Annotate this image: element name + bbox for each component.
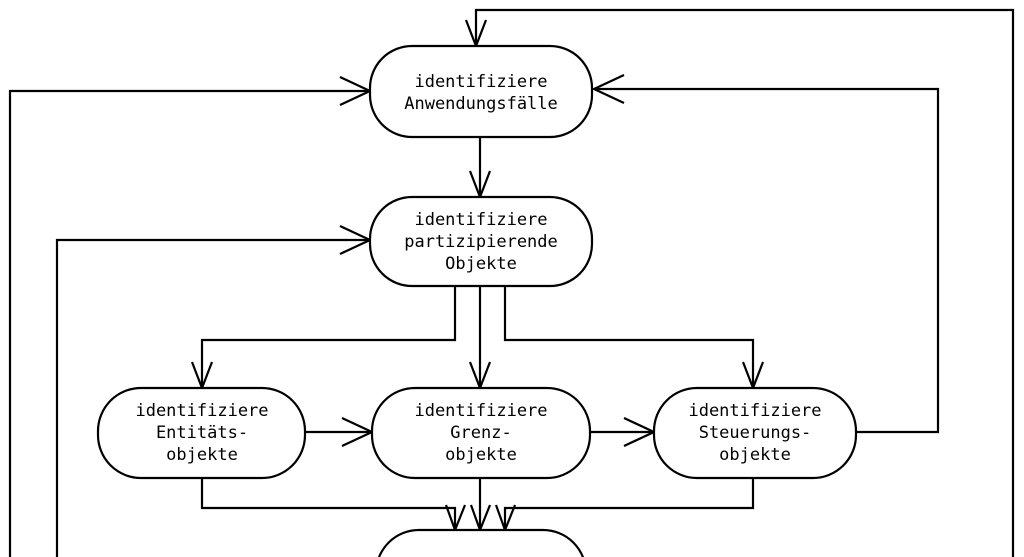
node-grenz-objekte[interactable]: identifiziere Grenz- objekte — [370, 386, 592, 480]
node-steuerungs-objekte-line3: objekte — [719, 445, 791, 465]
node-bottom-clipped-shape[interactable] — [376, 528, 586, 557]
node-entitaets-objekte-line1: identifiziere — [135, 401, 268, 421]
edge-steuerungs-to-anwendungsfaelle — [596, 87, 940, 434]
node-anwendungsfaelle-line1: identifiziere — [414, 72, 547, 92]
node-grenz-objekte-line2: Grenz- — [450, 423, 511, 443]
node-anwendungsfaelle[interactable]: identifiziere Anwendungsfälle — [368, 44, 594, 139]
node-entitaets-objekte-line2: Entitäts- — [156, 423, 248, 443]
node-partizipierende-objekte-line1: identifiziere — [414, 210, 547, 230]
node-steuerungs-objekte-shape[interactable] — [652, 386, 858, 480]
node-anwendungsfaelle-line2: Anwendungsfälle — [404, 94, 558, 114]
node-partizipierende-objekte-line2: partizipierende — [404, 232, 558, 252]
edge-partizipierende-to-steuerungs — [503, 286, 755, 386]
node-anwendungsfaelle-shape[interactable] — [368, 44, 594, 139]
node-grenz-objekte-line1: identifiziere — [414, 401, 547, 421]
node-entitaets-objekte-shape[interactable] — [96, 386, 307, 480]
edge-steuerungs-to-bottom — [503, 478, 755, 527]
node-partizipierende-objekte-shape[interactable] — [368, 195, 594, 288]
node-partizipierende-objekte[interactable]: identifiziere partizipierende Objekte — [368, 195, 594, 288]
node-steuerungs-objekte-line2: Steuerungs- — [699, 423, 812, 443]
node-steuerungs-objekte-line1: identifiziere — [688, 401, 821, 421]
edge-entitaets-to-bottom — [200, 478, 457, 527]
node-partizipierende-objekte-line3: Objekte — [445, 254, 517, 274]
edge-left-return-to-anwendungsfaelle — [8, 89, 368, 557]
node-entitaets-objekte[interactable]: identifiziere Entitäts- objekte — [96, 386, 307, 480]
node-grenz-objekte-shape[interactable] — [370, 386, 592, 480]
connector-layer — [8, 8, 1015, 557]
arrowhead-right-into-anwendungsfaelle — [591, 74, 625, 104]
edge-partizipierende-to-entitaets — [200, 286, 457, 386]
node-steuerungs-objekte[interactable]: identifiziere Steuerungs- objekte — [652, 386, 858, 480]
node-grenz-objekte-line3: objekte — [445, 445, 517, 465]
edge-left-return-to-partizipierende — [55, 238, 368, 557]
node-bottom-clipped[interactable] — [376, 528, 586, 557]
node-entitaets-objekte-line3: objekte — [166, 445, 238, 465]
edge-top-return-to-anwendungsfaelle — [474, 8, 1015, 557]
